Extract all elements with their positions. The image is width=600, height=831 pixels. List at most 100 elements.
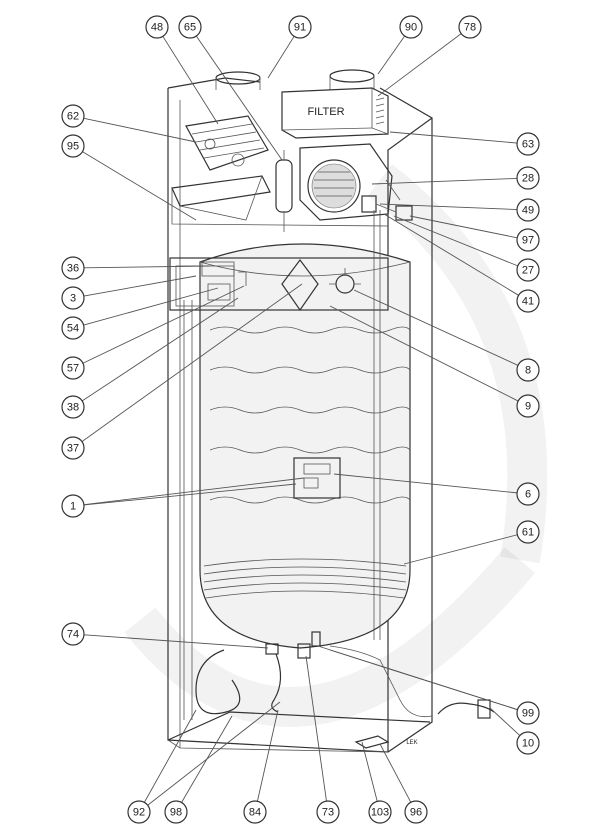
callout-number: 61 [522, 527, 534, 539]
callout-circle [61, 436, 85, 460]
leader-line-73 [305, 655, 327, 802]
leader-line-97 [409, 215, 518, 239]
cabinet-marking: LEK [406, 740, 417, 746]
callout-circle [516, 132, 540, 156]
callout-number: 99 [522, 708, 534, 720]
leader-line-90 [377, 35, 406, 75]
leader-line-10 [489, 707, 521, 736]
callout-36: 36 [61, 256, 85, 280]
fan [299, 143, 413, 221]
rating-plate [293, 457, 341, 499]
leader-line-28 [371, 177, 518, 185]
callout-circle [61, 494, 85, 518]
callout-90: 90 [399, 15, 423, 39]
callout-62: 62 [61, 104, 85, 128]
leader-line-84 [256, 709, 279, 802]
callout-27: 27 [516, 258, 540, 282]
callout-circle [368, 800, 392, 824]
callout-number: 65 [184, 22, 196, 34]
callout-number: 92 [133, 807, 145, 819]
callout-circle [458, 15, 482, 39]
callout-number: 9 [525, 401, 531, 413]
callout-number: 90 [405, 22, 417, 34]
evaporator-unit [185, 115, 269, 171]
callout-circle [516, 731, 540, 755]
leader-line-63 [389, 131, 518, 144]
leader-line-92 [143, 709, 197, 803]
callout-41: 41 [516, 289, 540, 313]
callout-circle [61, 395, 85, 419]
callout-number: 84 [249, 807, 261, 819]
leader-line-27 [393, 215, 518, 267]
callout-number: 8 [525, 365, 531, 377]
callout-circle [164, 800, 188, 824]
leader-line-91 [267, 36, 295, 79]
callout-103: 103 [368, 800, 392, 824]
callout-circle [61, 134, 85, 158]
callout-circle [316, 800, 340, 824]
callout-number: 36 [67, 263, 79, 275]
leader-line-65 [195, 35, 283, 161]
callout-number: 78 [464, 22, 476, 34]
callout-circle [516, 701, 540, 725]
callout-circle [61, 622, 85, 646]
callout-number: 103 [371, 807, 389, 819]
vertical-pipes [183, 210, 381, 720]
callout-circle [61, 104, 85, 128]
callout-number: 49 [522, 205, 534, 217]
leader-line-96 [379, 743, 412, 803]
leader-line-74 [83, 634, 269, 649]
callout-number: 1 [70, 501, 76, 513]
callout-circle [61, 356, 85, 380]
leader-line-92-1 [147, 701, 281, 806]
leader-line-62 [83, 117, 197, 143]
callout-circle [145, 15, 169, 39]
callout-78: 78 [458, 15, 482, 39]
callout-circle [516, 228, 540, 252]
leader-lines [81, 33, 521, 806]
callout-number: 27 [522, 265, 534, 277]
callout-54: 54 [61, 316, 85, 340]
callout-circle [61, 316, 85, 340]
callout-9: 9 [516, 394, 540, 418]
callout-number: 48 [151, 22, 163, 34]
callout-number: 54 [67, 323, 79, 335]
callout-number: 57 [67, 363, 79, 375]
callout-74: 74 [61, 622, 85, 646]
callout-circle [178, 15, 202, 39]
callout-number: 91 [294, 22, 306, 34]
callout-circle [61, 286, 85, 310]
leader-line-9 [329, 305, 519, 402]
callout-circle [516, 394, 540, 418]
callout-circle [516, 520, 540, 544]
callout-8: 8 [516, 358, 540, 382]
callout-circle [404, 800, 428, 824]
leader-line-48 [162, 36, 219, 125]
callout-number: 73 [322, 807, 334, 819]
leader-line-61 [403, 534, 518, 565]
callout-number: 63 [522, 139, 534, 151]
callout-84: 84 [243, 800, 267, 824]
leader-line-99-1 [329, 649, 518, 711]
callout-number: 96 [410, 807, 422, 819]
callout-number: 74 [67, 629, 79, 641]
callout-circle [399, 15, 423, 39]
callout-6: 6 [516, 482, 540, 506]
callout-3: 3 [61, 286, 85, 310]
callout-99: 99 [516, 701, 540, 725]
callout-48: 48 [145, 15, 169, 39]
callout-49: 49 [516, 198, 540, 222]
callout-96: 96 [404, 800, 428, 824]
callout-number: 95 [67, 141, 79, 153]
leader-line-3 [83, 275, 197, 297]
leader-line-49 [379, 203, 518, 211]
callout-number: 98 [170, 807, 182, 819]
callout-circle [61, 256, 85, 280]
leader-line-41 [383, 213, 519, 296]
callout-number: 41 [522, 296, 534, 308]
callout-1: 1 [61, 494, 85, 518]
top-ports [215, 69, 375, 90]
